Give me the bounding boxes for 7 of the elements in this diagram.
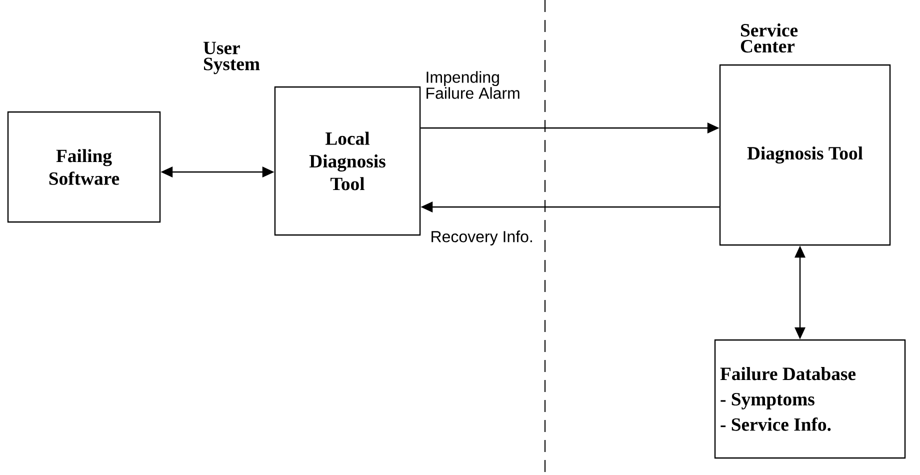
region-heading: User System (203, 42, 260, 74)
edge-label: Impending Failure Alarm (426, 71, 520, 99)
database-box: Failure Database - Symptoms - Service Info. (714, 339, 906, 459)
edge-label: Recovery Info. (432, 230, 532, 246)
process-box: Local Diagnosis Tool (274, 86, 421, 236)
process-box: Diagnosis Tool (719, 64, 891, 246)
process-box: Failing Software (7, 111, 161, 223)
